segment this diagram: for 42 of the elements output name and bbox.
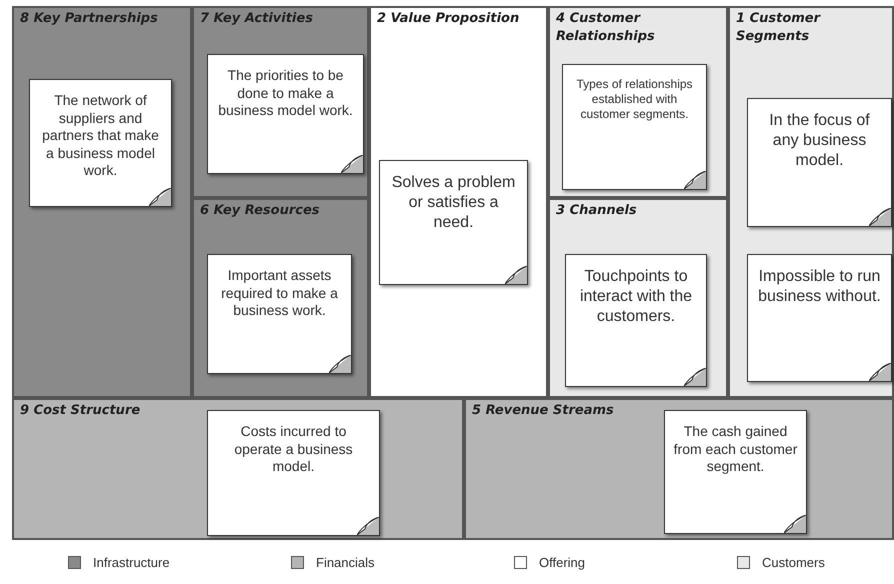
block-heading: 3 Channels (556, 202, 638, 220)
note-text: Impossible to run business without. (757, 267, 882, 307)
sticky-note (562, 64, 707, 190)
block-heading: 9 Cost Structure (20, 402, 142, 420)
legend-label: Infrastructure (93, 554, 170, 572)
note-text: In the focus of any business model. (768, 111, 871, 171)
canvas-block (728, 6, 894, 398)
legend-label: Customers (762, 554, 825, 572)
canvas-block (12, 398, 464, 540)
block-heading: 5 Revenue Streams (472, 402, 615, 420)
block-heading: 1 Customer Segments (736, 10, 822, 46)
note-text: Solves a problem or satisfies a need. (390, 173, 516, 233)
block-heading: 6 Key Resources (200, 202, 321, 220)
canvas-block (548, 6, 728, 198)
sticky-note (747, 98, 892, 227)
canvas-block (192, 6, 369, 198)
sticky-note (379, 160, 528, 285)
block-heading: 7 Key Activities (200, 10, 314, 28)
canvas-block (464, 398, 894, 540)
note-text: The priorities to be done to make a business model work. (217, 67, 354, 120)
note-text: The network of suppliers and partners that make a business model work. (41, 92, 160, 180)
block-heading: 4 Customer Relationships (556, 10, 656, 46)
sticky-note (29, 79, 172, 207)
canvas-block (548, 198, 728, 398)
sticky-note (207, 54, 364, 174)
block-heading: 8 Key Partnerships (20, 10, 159, 28)
legend-label: Financials (316, 554, 375, 572)
note-text: Costs incurred to operate a business model. (233, 423, 354, 476)
note-text: The cash gained from each customer segment. (673, 423, 798, 476)
canvas-block (12, 6, 192, 398)
block-heading: 2 Value Proposition (377, 10, 520, 28)
note-text: Types of relationships established with customer segments. (575, 77, 694, 122)
canvas-block (369, 6, 548, 398)
sticky-note (207, 410, 380, 536)
note-text: Important assets required to make a business work. (220, 267, 339, 320)
sticky-note (565, 254, 707, 387)
note-text: Touchpoints to interact with the customers. (578, 267, 694, 327)
legend-label: Offering (539, 554, 586, 572)
sticky-note (664, 410, 807, 534)
sticky-note (747, 254, 892, 382)
canvas-block (192, 198, 369, 398)
sticky-note (207, 254, 352, 374)
